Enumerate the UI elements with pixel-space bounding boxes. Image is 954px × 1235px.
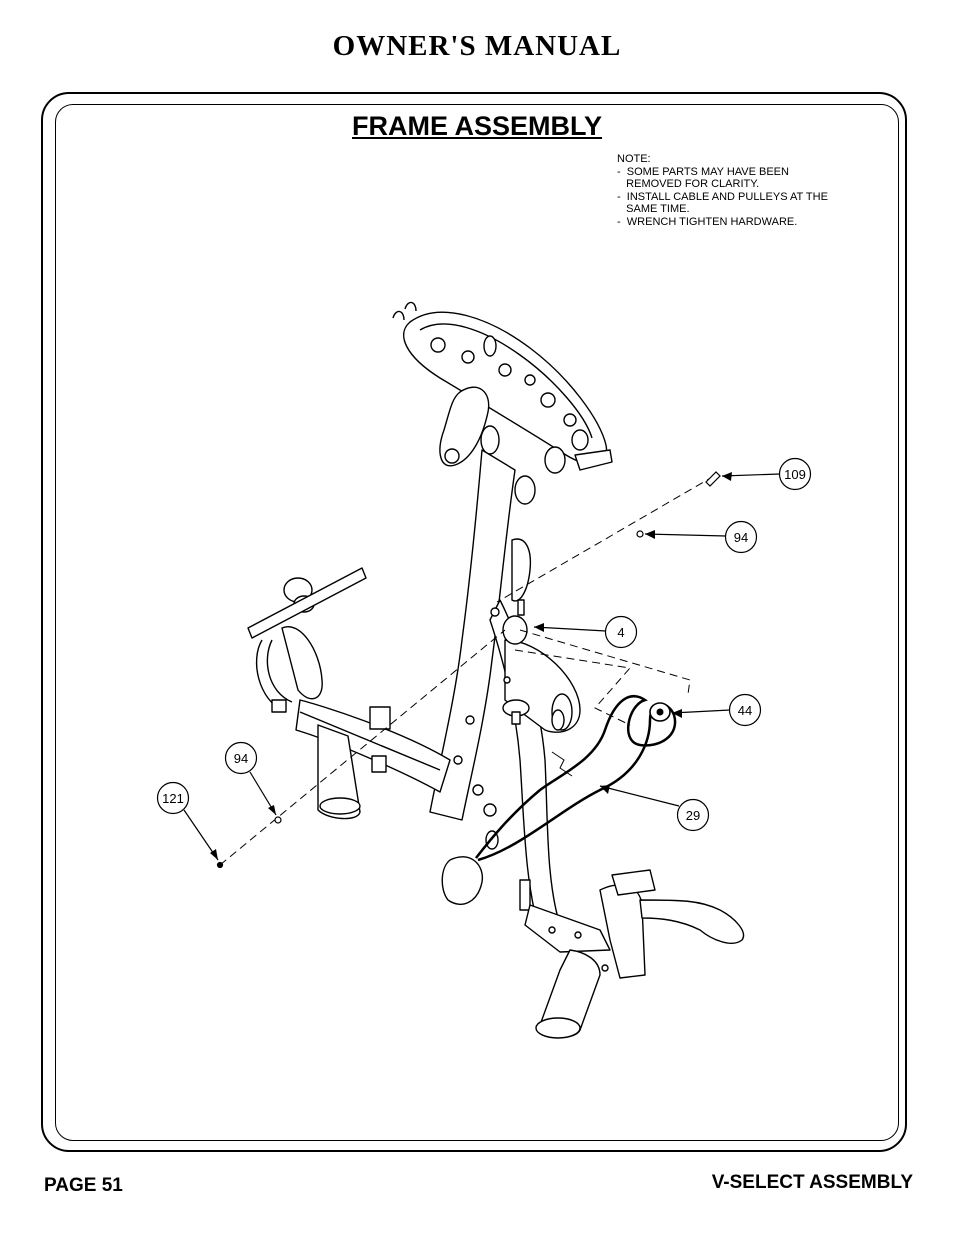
pulley-cluster xyxy=(490,599,581,733)
note-line: SAME TIME. xyxy=(617,203,690,215)
callout-29: 29 xyxy=(686,808,700,823)
callout-4: 4 xyxy=(617,625,624,640)
footer-section-title: V-SELECT ASSEMBLY xyxy=(711,1172,913,1193)
page-number: PAGE 51 xyxy=(44,1175,123,1196)
inner-frame xyxy=(55,104,899,1141)
note-line: - SOME PARTS MAY HAVE BEEN xyxy=(617,165,789,178)
base-frame xyxy=(441,856,745,1039)
left-arm xyxy=(247,567,451,820)
callout-94-upper: 94 xyxy=(734,530,748,545)
note-block: NOTE: - SOME PARTS MAY HAVE BEEN REMOVED… xyxy=(617,153,828,228)
callout-94-lower: 94 xyxy=(234,751,248,766)
outer-frame xyxy=(41,92,907,1152)
note-line: - INSTALL CABLE AND PULLEYS AT THE xyxy=(617,190,828,203)
note-line: - WRENCH TIGHTEN HARDWARE. xyxy=(617,215,798,228)
section-title: FRAME ASSEMBLY xyxy=(352,111,603,141)
manual-title: OWNER'S MANUAL xyxy=(332,30,622,62)
note-heading: NOTE: xyxy=(617,153,651,165)
callout-109: 109 xyxy=(784,467,806,482)
callout-44: 44 xyxy=(738,703,752,718)
upper-roller-pad xyxy=(439,386,566,505)
top-pulley-plate xyxy=(392,301,613,471)
note-line: REMOVED FOR CLARITY. xyxy=(617,178,760,190)
callout-121: 121 xyxy=(162,791,184,806)
